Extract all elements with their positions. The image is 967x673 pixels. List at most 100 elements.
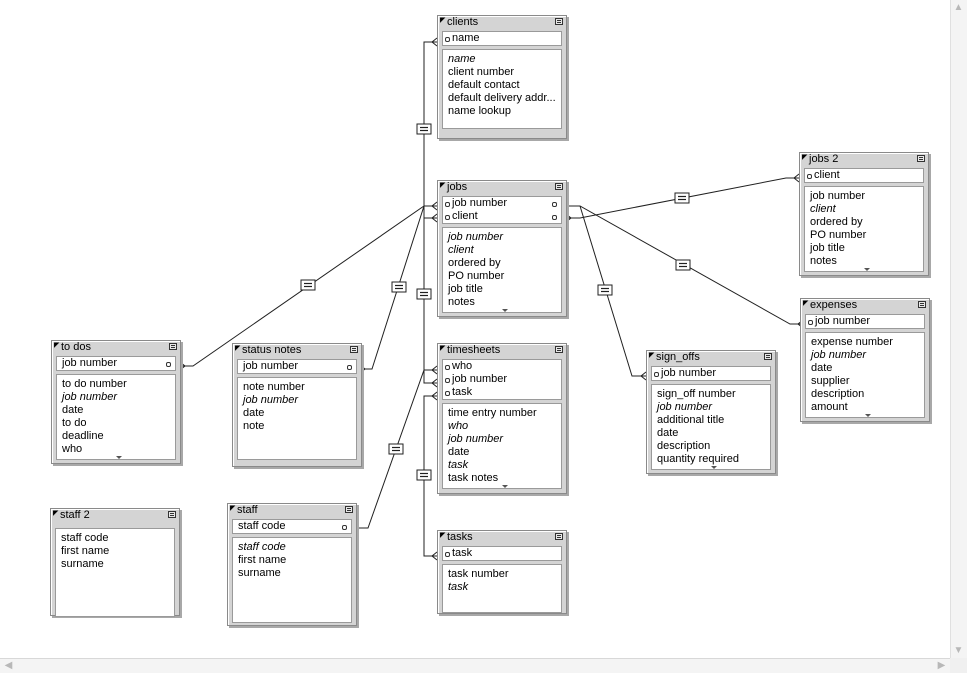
field[interactable]: note [243,420,265,432]
scroll-left-icon[interactable]: ◀ [4,660,13,671]
field[interactable]: job title [810,242,845,254]
field[interactable]: task [448,581,469,593]
more-fields-icon[interactable] [502,309,508,312]
more-fields-icon[interactable] [711,466,717,469]
key-field[interactable]: task [443,547,561,560]
rel-jobs-jobs2[interactable] [565,173,800,223]
rel-jobs-timesheets[interactable] [416,206,438,388]
field[interactable]: amount [811,401,848,413]
key-field[interactable]: job number [57,357,175,370]
scroll-down-icon[interactable]: ▼ [953,645,964,656]
field[interactable]: task number [448,568,509,580]
field[interactable]: PO number [810,229,867,241]
key-field[interactable]: staff code [233,520,351,533]
collapse-toggle-icon[interactable] [555,346,563,353]
field[interactable]: date [448,446,470,458]
vertical-scrollbar[interactable]: ▲ ▼ [950,0,967,658]
table-header[interactable]: ◤ status notes [233,344,361,357]
rel-jobs-statusnotes[interactable] [359,205,425,374]
field[interactable]: who [62,443,83,455]
collapse-toggle-icon[interactable] [169,343,177,350]
field[interactable]: ordered by [810,216,863,228]
more-fields-icon[interactable] [865,414,871,417]
field[interactable]: first name [61,545,110,557]
collapse-toggle-icon[interactable] [350,346,358,353]
field[interactable]: date [62,404,84,416]
field[interactable]: date [811,362,833,374]
table-expenses[interactable]: ◤ expenses job number expense number job… [800,298,930,422]
table-sign-offs[interactable]: ◤ sign_offs job number sign_off number j… [646,350,776,474]
table-to-dos[interactable]: ◤ to dos job number to do number job num… [51,340,181,464]
field[interactable]: description [657,440,711,452]
field[interactable]: staff code [238,541,286,553]
table-header[interactable]: ◤ to dos [52,341,180,354]
rel-jobs-expenses[interactable] [566,205,804,329]
field[interactable]: supplier [811,375,850,387]
key-field[interactable]: job number [443,197,561,210]
field[interactable]: task [448,459,469,471]
field[interactable]: sign_off number [657,388,736,400]
field[interactable]: additional title [657,414,725,426]
table-header[interactable]: ◤ tasks [438,531,566,544]
field[interactable]: date [243,407,265,419]
field[interactable]: who [448,420,469,432]
table-clients[interactable]: ◤ clients name name client number defaul… [437,15,567,139]
more-fields-icon[interactable] [502,485,508,488]
relationships-canvas[interactable]: ◤ clients name name client number defaul… [0,0,950,658]
table-staff[interactable]: ◤ staff staff code staff code first name… [227,503,357,626]
field[interactable]: date [657,427,679,439]
more-fields-icon[interactable] [116,456,122,459]
field[interactable]: job number [62,391,118,403]
key-field[interactable]: job number [238,360,356,373]
field[interactable]: ordered by [448,257,501,269]
field[interactable]: name [448,53,476,65]
rel-jobs-todos[interactable] [179,201,438,371]
field[interactable]: note number [243,381,305,393]
key-field[interactable]: job number [443,373,561,386]
field[interactable]: job number [810,190,866,202]
field[interactable]: notes [810,255,837,267]
table-header[interactable]: ◤ staff [228,504,356,517]
table-jobs-2[interactable]: ◤ jobs 2 client job number client ordere… [799,152,929,276]
more-fields-icon[interactable] [864,268,870,271]
field[interactable]: name lookup [448,105,511,117]
key-field[interactable]: who [443,360,561,373]
field[interactable]: surname [61,558,104,570]
rel-staff-timesheets[interactable] [355,365,438,529]
collapse-toggle-icon[interactable] [345,506,353,513]
field[interactable]: job number [243,394,299,406]
table-header[interactable]: ◤ timesheets [438,344,566,357]
table-tasks[interactable]: ◤ tasks task task number task [437,530,567,614]
collapse-toggle-icon[interactable] [555,183,563,190]
table-header[interactable]: ◤ jobs 2 [800,153,928,166]
field[interactable]: default delivery addr... [448,92,556,104]
collapse-toggle-icon[interactable] [918,301,926,308]
collapse-toggle-icon[interactable] [168,511,176,518]
field[interactable]: notes [448,296,475,308]
field[interactable]: default contact [448,79,520,91]
table-timesheets[interactable]: ◤ timesheets who job number task time en… [437,343,567,494]
table-jobs[interactable]: ◤ jobs job number client job number clie… [437,180,567,317]
rel-tasks-timesheets[interactable] [416,391,438,561]
field[interactable]: expense number [811,336,893,348]
collapse-toggle-icon[interactable] [764,353,772,360]
key-field[interactable]: job number [806,315,924,328]
field[interactable]: job number [448,433,504,445]
table-header[interactable]: ◤ staff 2 [51,509,179,522]
field[interactable]: description [811,388,865,400]
horizontal-scrollbar[interactable]: ◀ ▶ [0,658,950,673]
key-field[interactable]: task [443,386,561,399]
key-field[interactable]: job number [652,367,770,380]
table-header[interactable]: ◤ jobs [438,181,566,194]
field[interactable]: to do [62,417,87,429]
scroll-right-icon[interactable]: ▶ [937,660,946,671]
collapse-toggle-icon[interactable] [555,18,563,25]
field[interactable]: client number [448,66,515,78]
collapse-toggle-icon[interactable] [917,155,925,162]
field[interactable]: PO number [448,270,505,282]
key-field[interactable]: name [443,32,561,45]
field[interactable]: client [448,244,474,256]
table-status-notes[interactable]: ◤ status notes job number note number jo… [232,343,362,467]
collapse-toggle-icon[interactable] [555,533,563,540]
field[interactable]: staff code [61,532,109,544]
